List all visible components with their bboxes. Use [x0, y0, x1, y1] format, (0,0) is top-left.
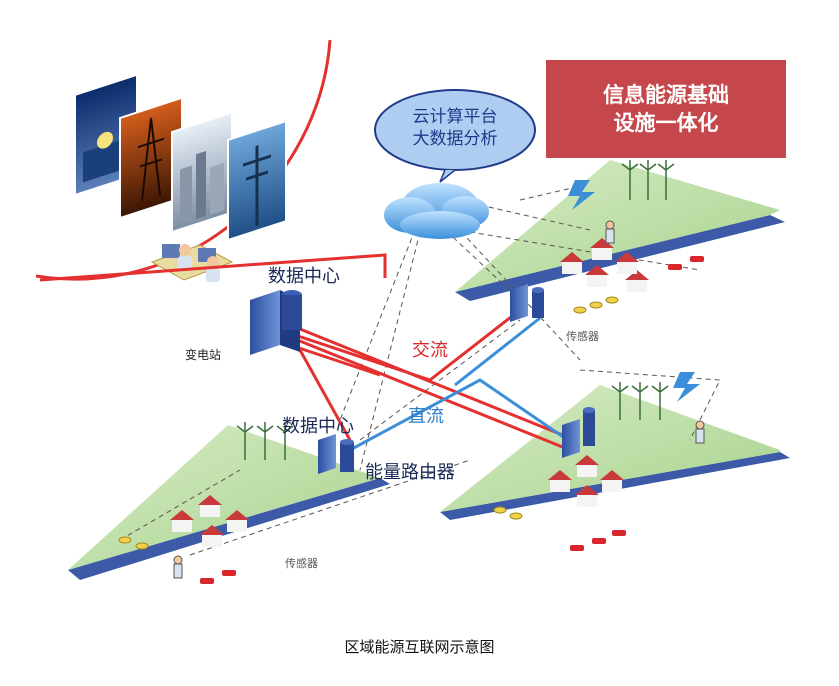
- cloud-platform-label: 云计算平台 大数据分析: [407, 106, 503, 150]
- wind-turbines: [236, 160, 675, 460]
- figure-caption: 区域能源互联网示意图: [344, 638, 495, 656]
- substation-label: 变电站: [185, 348, 222, 362]
- lightning-icon: [568, 180, 700, 402]
- cloud-icon: [384, 183, 489, 239]
- ac-lines: [39, 253, 576, 450]
- data-center-label-mid: 数据中心: [282, 416, 354, 437]
- cars: [200, 256, 704, 584]
- cloud-label-line-2: 大数据分析: [412, 129, 498, 149]
- sensor-label-right: 传感器: [566, 330, 599, 343]
- energy-router-label: 能量路由器: [365, 462, 455, 483]
- house-cluster-bottom-right: [548, 455, 624, 507]
- cloud-bubble: [374, 89, 536, 183]
- house-cluster-top-right: [560, 238, 649, 292]
- storage-tanks: [118, 296, 619, 550]
- data-center-server-top: [250, 290, 302, 355]
- cloud-label-line-1: 云计算平台: [412, 107, 498, 127]
- house-cluster-left: [170, 495, 249, 547]
- sensor-label-left: 传感器: [285, 557, 318, 570]
- person-icon: [173, 220, 705, 579]
- dc-lines: [349, 316, 576, 452]
- platform-top-right: [455, 160, 785, 301]
- dc-label: 直流: [408, 406, 444, 427]
- photo-stack: [74, 73, 287, 242]
- data-center-label-top: 数据中心: [268, 266, 340, 287]
- banner-line-2: 设施一体化: [613, 111, 719, 135]
- ac-label: 交流: [412, 340, 448, 361]
- energy-router-top-right: [510, 284, 544, 322]
- banner-line-1: 信息能源基础: [603, 83, 729, 107]
- energy-router-bottom-right: [562, 407, 595, 458]
- banner: 信息能源基础 设施一体化: [546, 60, 786, 158]
- operator-desk: [150, 244, 234, 282]
- energy-router-left: [318, 434, 354, 474]
